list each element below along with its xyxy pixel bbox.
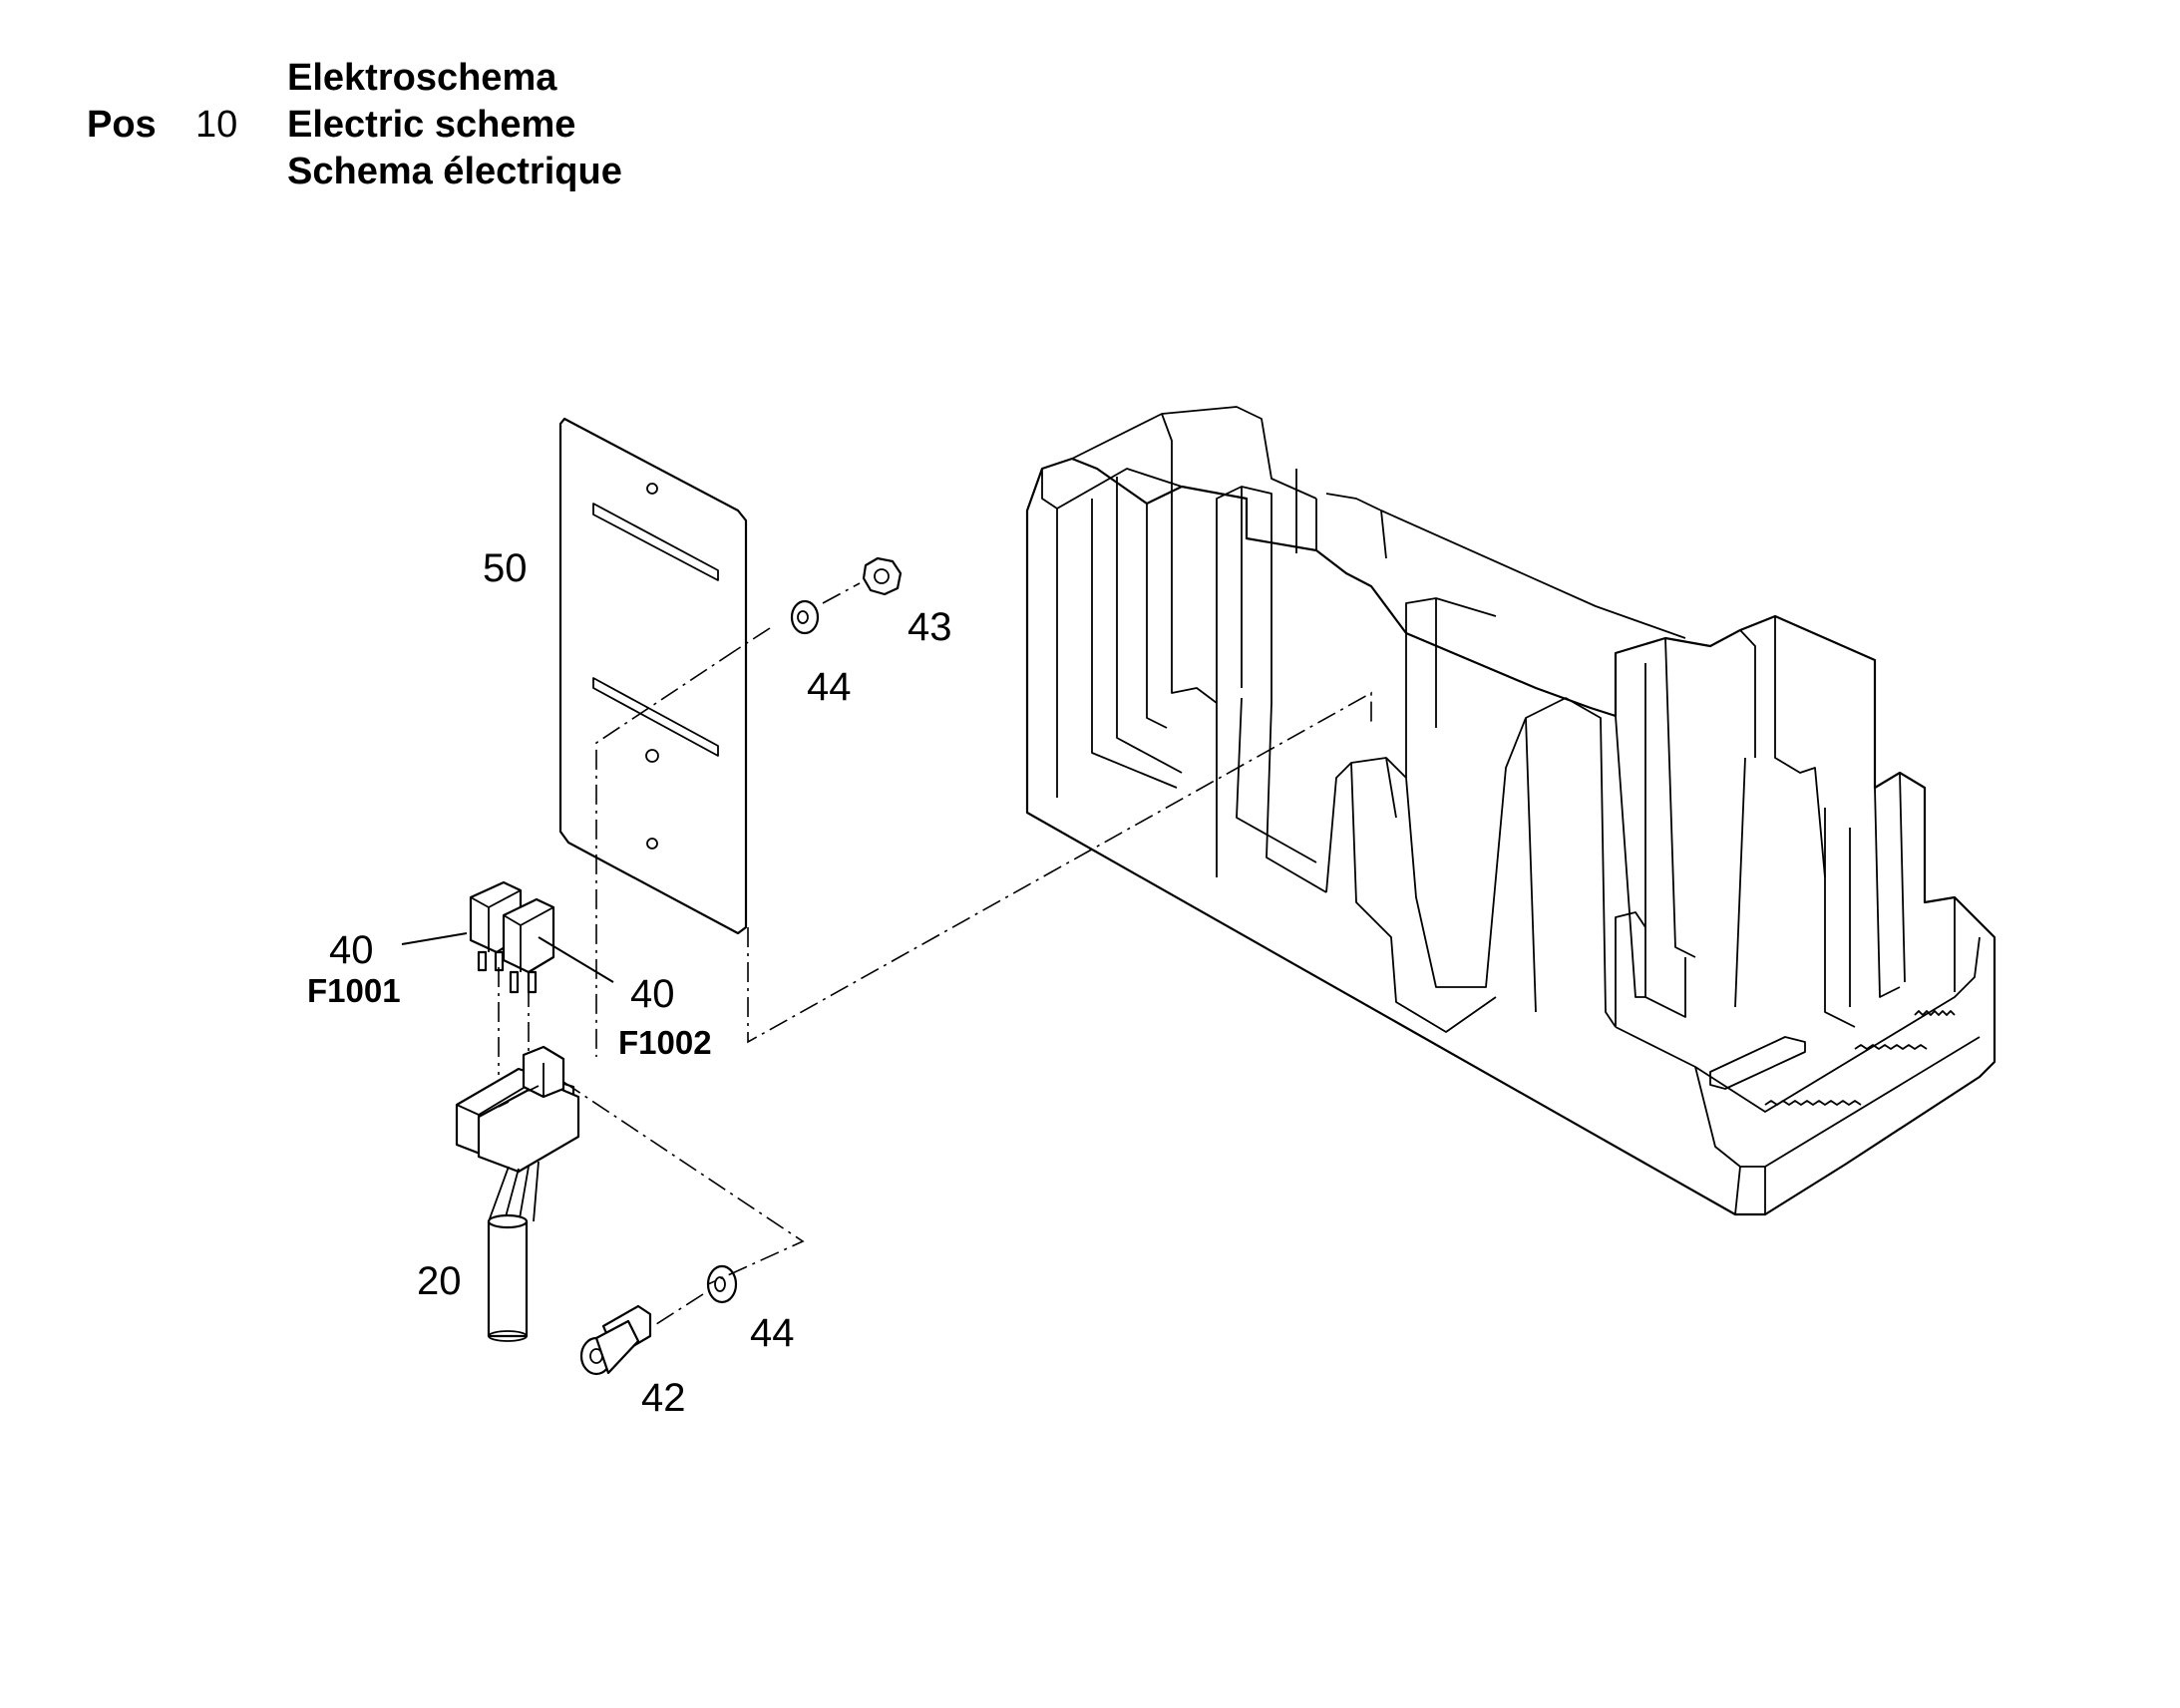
header: Pos 10 Elektroschema Electric scheme Sch… <box>0 0 898 219</box>
fuse-holder-cable <box>455 1045 580 1342</box>
callout-fuse-right: 40 <box>630 972 675 1016</box>
pos-label: Pos <box>87 104 157 146</box>
leader-lines <box>401 932 614 983</box>
callout-washer-bottom: 44 <box>750 1311 795 1355</box>
callout-fuse-right-ref: F1002 <box>618 1024 712 1061</box>
title-english: Electric scheme <box>287 104 576 146</box>
washer-bottom <box>706 1264 738 1304</box>
callout-nut: 43 <box>908 605 952 649</box>
nut <box>862 556 903 596</box>
callout-fuse-left-ref: F1001 <box>307 972 401 1009</box>
assembly-lines <box>498 582 1372 1327</box>
mounting-plate <box>558 417 748 935</box>
title-french: Schema électrique <box>287 151 622 192</box>
fuse-f1002 <box>502 897 555 994</box>
callout-plate: 50 <box>483 546 528 590</box>
callout-washer-top: 44 <box>807 665 852 709</box>
pos-number: 10 <box>195 104 238 146</box>
callout-fuse-left: 40 <box>329 928 374 972</box>
title-german: Elektroschema <box>287 57 557 99</box>
washer-top <box>790 599 820 635</box>
callout-screw: 42 <box>641 1376 686 1420</box>
callout-cable-holder: 20 <box>417 1259 462 1303</box>
housing <box>1025 406 1997 1216</box>
screw <box>579 1304 652 1376</box>
